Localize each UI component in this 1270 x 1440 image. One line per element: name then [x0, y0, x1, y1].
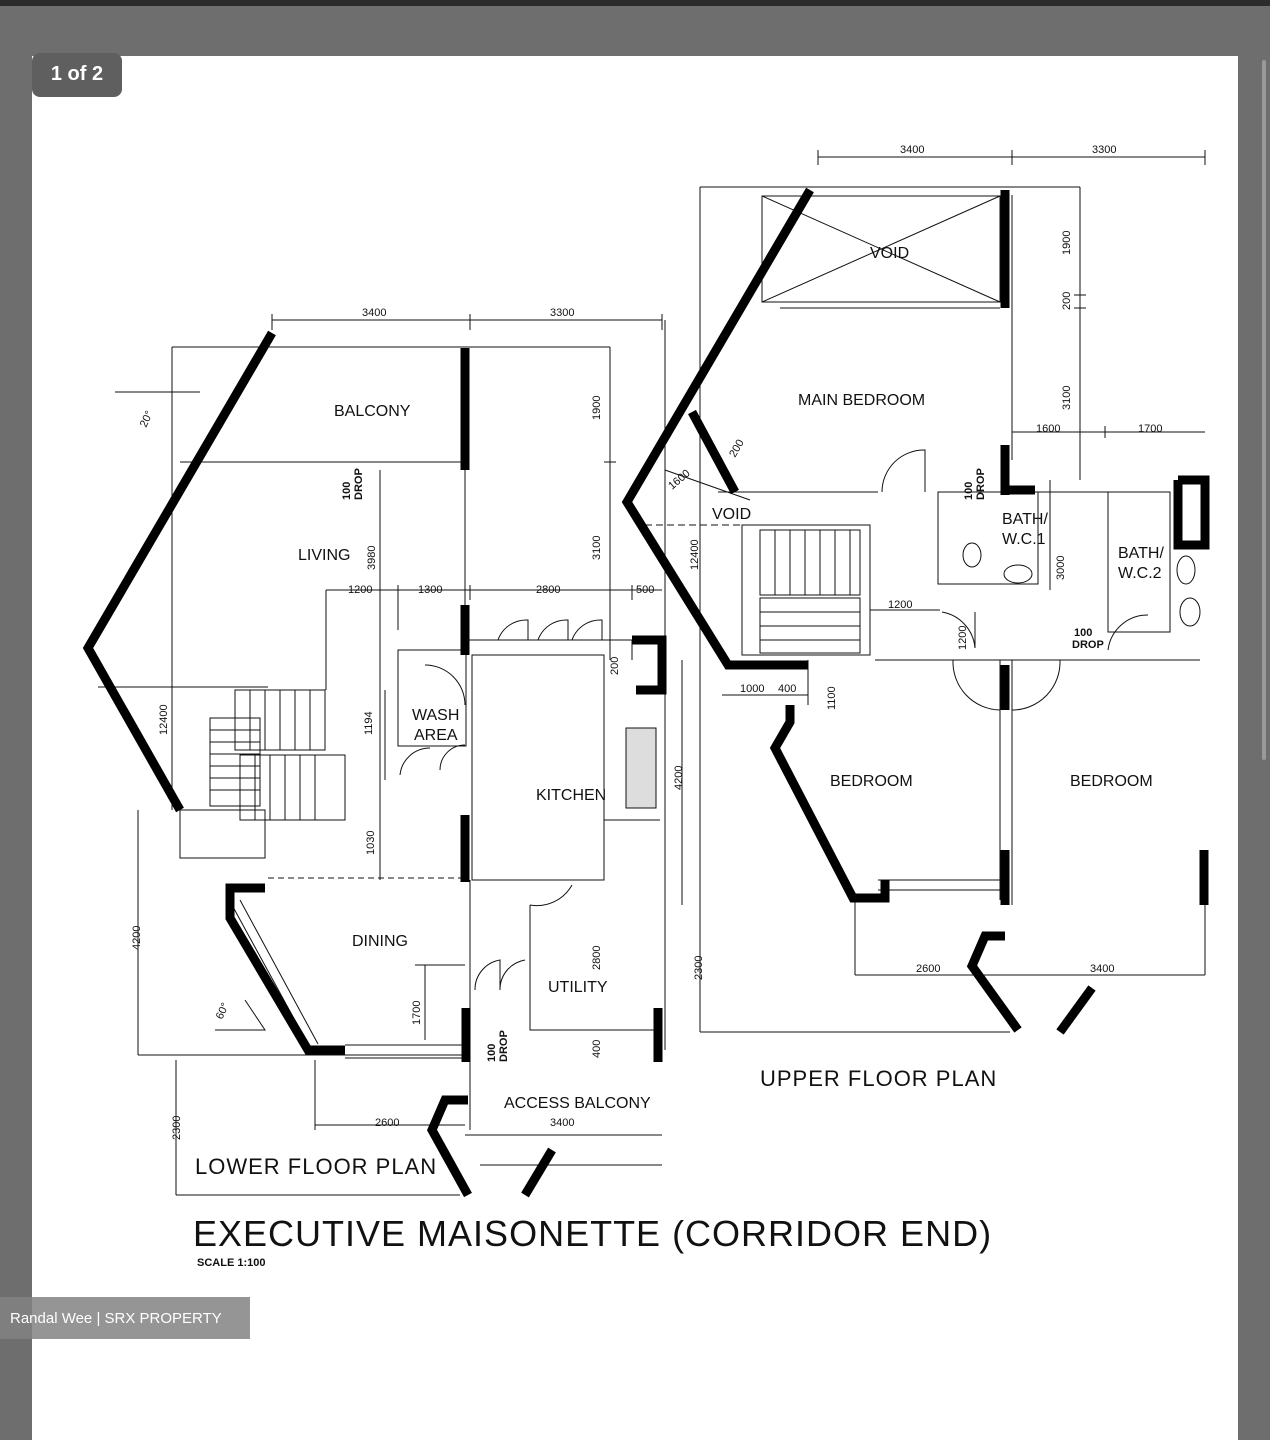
lower-angle-top: 20° — [138, 409, 156, 429]
room-bath1-line1: BATH/ — [1002, 511, 1048, 528]
room-access-balcony: ACCESS BALCONY — [504, 1095, 651, 1112]
room-bedroom-left: BEDROOM — [830, 773, 913, 790]
room-void-top: VOID — [870, 245, 909, 262]
lower-dim-top-left: 3400 — [362, 307, 386, 319]
lower-dim-3400: 3400 — [550, 1117, 574, 1129]
lower-angle-bottom: 60° — [214, 1001, 232, 1021]
plan-scale: SCALE 1:100 — [197, 1257, 265, 1269]
upper-dim-1100: 1100 — [826, 686, 838, 710]
upper-dim-1600: 1600 — [1036, 423, 1060, 435]
lower-dim-12400: 12400 — [158, 704, 170, 735]
upper-dim-2300: 2300 — [693, 956, 705, 980]
room-bath1-line2: W.C.1 — [1002, 531, 1046, 548]
lower-dim-1300: 1300 — [418, 584, 442, 596]
lower-dim-2600: 2600 — [375, 1117, 399, 1129]
image-counter-badge: 1 of 2 — [32, 53, 122, 97]
room-balcony: BALCONY — [334, 403, 411, 420]
upper-dim-200: 200 — [1061, 292, 1073, 310]
lower-dim-3980: 3980 — [366, 546, 378, 570]
upper-dim-1700: 1700 — [1138, 423, 1162, 435]
upper-dim-top-right: 3300 — [1092, 144, 1116, 156]
upper-floor-plan-label: UPPER FLOOR PLAN — [760, 1066, 997, 1091]
upper-dim-1600b: 1600 — [666, 467, 692, 492]
lower-dim-1200: 1200 — [348, 584, 372, 596]
upper-drop1-a: 100 — [963, 482, 975, 500]
upper-dim-200b: 200 — [727, 438, 747, 460]
agent-watermark: Randal Wee | SRX PROPERTY — [0, 1297, 250, 1339]
room-main-bedroom: MAIN BEDROOM — [798, 392, 925, 409]
lower-dim-2300: 2300 — [171, 1116, 183, 1140]
upper-drop2-a: 100 — [1074, 627, 1092, 639]
upper-dim-1900: 1900 — [1061, 231, 1073, 255]
upper-dim-top-left: 3400 — [900, 144, 924, 156]
lower-dim-1030: 1030 — [365, 831, 377, 855]
room-wash-area-line2: AREA — [414, 727, 458, 744]
upper-dim-3400: 3400 — [1090, 963, 1114, 975]
plan-title: EXECUTIVE MAISONETTE (CORRIDOR END) — [193, 1213, 992, 1254]
lower-dim-2800b: 2800 — [591, 946, 603, 970]
upper-dim-1200a: 1200 — [888, 599, 912, 611]
room-living: LIVING — [298, 547, 350, 564]
room-kitchen: KITCHEN — [536, 787, 606, 804]
upper-dim-400: 400 — [778, 683, 796, 695]
viewer-top-edge — [0, 0, 1270, 6]
upper-dim-12400: 12400 — [689, 539, 701, 570]
room-wash-area-line1: WASH — [412, 707, 459, 724]
lower-dim-1700: 1700 — [411, 1001, 423, 1025]
room-bath2-line1: BATH/ — [1118, 545, 1164, 562]
upper-drop2-b: DROP — [1072, 639, 1104, 651]
lower-floor-plan-label: LOWER FLOOR PLAN — [195, 1154, 437, 1179]
room-dining: DINING — [352, 933, 408, 950]
lower-drop-bot-b: DROP — [498, 1030, 510, 1062]
room-bath2-line2: W.C.2 — [1118, 565, 1162, 582]
lower-dim-top-right: 3300 — [550, 307, 574, 319]
lower-drop-bot-a: 100 — [486, 1044, 498, 1062]
lower-drop-top-a: 100 — [341, 482, 353, 500]
upper-dim-1000: 1000 — [740, 683, 764, 695]
upper-dim-2600: 2600 — [916, 963, 940, 975]
lower-dim-2800: 2800 — [536, 584, 560, 596]
vertical-scrollbar[interactable] — [1262, 60, 1266, 760]
room-utility: UTILITY — [548, 979, 608, 996]
lower-dim-4200: 4200 — [131, 926, 143, 950]
upper-dim-4200: 4200 — [673, 766, 685, 790]
lower-dim-200: 200 — [609, 657, 621, 675]
upper-dim-3100: 3100 — [1061, 386, 1073, 410]
upper-dim-1200b: 1200 — [957, 626, 969, 650]
lower-dim-400: 400 — [591, 1040, 603, 1058]
room-void-left: VOID — [712, 506, 751, 523]
lower-dim-1900: 1900 — [591, 396, 603, 420]
lower-dim-3100: 3100 — [591, 536, 603, 560]
lower-dim-1194: 1194 — [363, 711, 375, 735]
lower-dim-500: 500 — [636, 584, 654, 596]
room-bedroom-right: BEDROOM — [1070, 773, 1153, 790]
lower-drop-top-b: DROP — [353, 468, 365, 500]
upper-dim-3000: 3000 — [1055, 556, 1067, 580]
upper-drop1-b: DROP — [975, 468, 987, 500]
